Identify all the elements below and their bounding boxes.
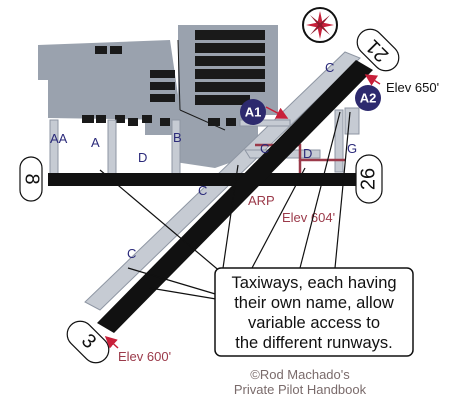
elev-604-label: Elev 604' xyxy=(282,210,335,225)
callout-line-3: variable access to xyxy=(248,314,380,332)
marker-a2-label: A2 xyxy=(360,90,377,105)
taxiway-label-d-left: D xyxy=(138,150,147,165)
elev-600-label: Elev 600' xyxy=(118,349,171,364)
callout-line-1: Taxiways, each having xyxy=(231,274,396,292)
elev-650-label: Elev 650' xyxy=(386,80,439,95)
credit-line-1: ©Rod Machado's xyxy=(250,367,350,382)
runway-end-8-label: 8 xyxy=(21,173,43,184)
marker-a1: A1 xyxy=(240,99,266,125)
runway-3-21 xyxy=(97,60,373,333)
taxiway-label-aa: AA xyxy=(50,131,68,146)
taxiway-label-c-left: C xyxy=(198,183,207,198)
elev-650-arrow xyxy=(364,74,381,86)
taxiway-label-d-right: D xyxy=(303,146,312,161)
runway-end-26: 26 xyxy=(355,154,383,204)
taxiway-label-c-top: C xyxy=(325,60,334,75)
credit-line-2: Private Pilot Handbook xyxy=(234,382,367,397)
taxiway-label-c-mid: C xyxy=(260,141,269,156)
runway-end-8: 8 xyxy=(19,156,43,202)
runway-end-3: 3 xyxy=(66,320,110,364)
taxiway-label-b: B xyxy=(173,130,182,145)
a1-pointer-arrow xyxy=(265,106,289,119)
runway-8-26 xyxy=(48,173,356,186)
callout-line-4: the different runways. xyxy=(235,334,392,352)
runway-end-26-label: 26 xyxy=(357,168,379,190)
marker-a2: A2 xyxy=(355,85,381,111)
callout-box: Taxiways, each having their own name, al… xyxy=(214,267,414,357)
arp-label: ARP xyxy=(248,193,275,208)
elev-600-arrow xyxy=(104,335,119,349)
terminal-buildings xyxy=(82,30,265,126)
marker-a1-label: A1 xyxy=(245,104,262,119)
compass-rose-icon xyxy=(302,7,338,43)
callout-line-2: their own name, allow xyxy=(234,294,394,312)
service-lines xyxy=(177,39,226,131)
taxiway-label-g: G xyxy=(347,141,357,156)
taxiway-label-a: A xyxy=(91,135,100,150)
callout-leader-lines xyxy=(99,111,351,301)
taxiway-label-c-low: C xyxy=(127,246,136,261)
